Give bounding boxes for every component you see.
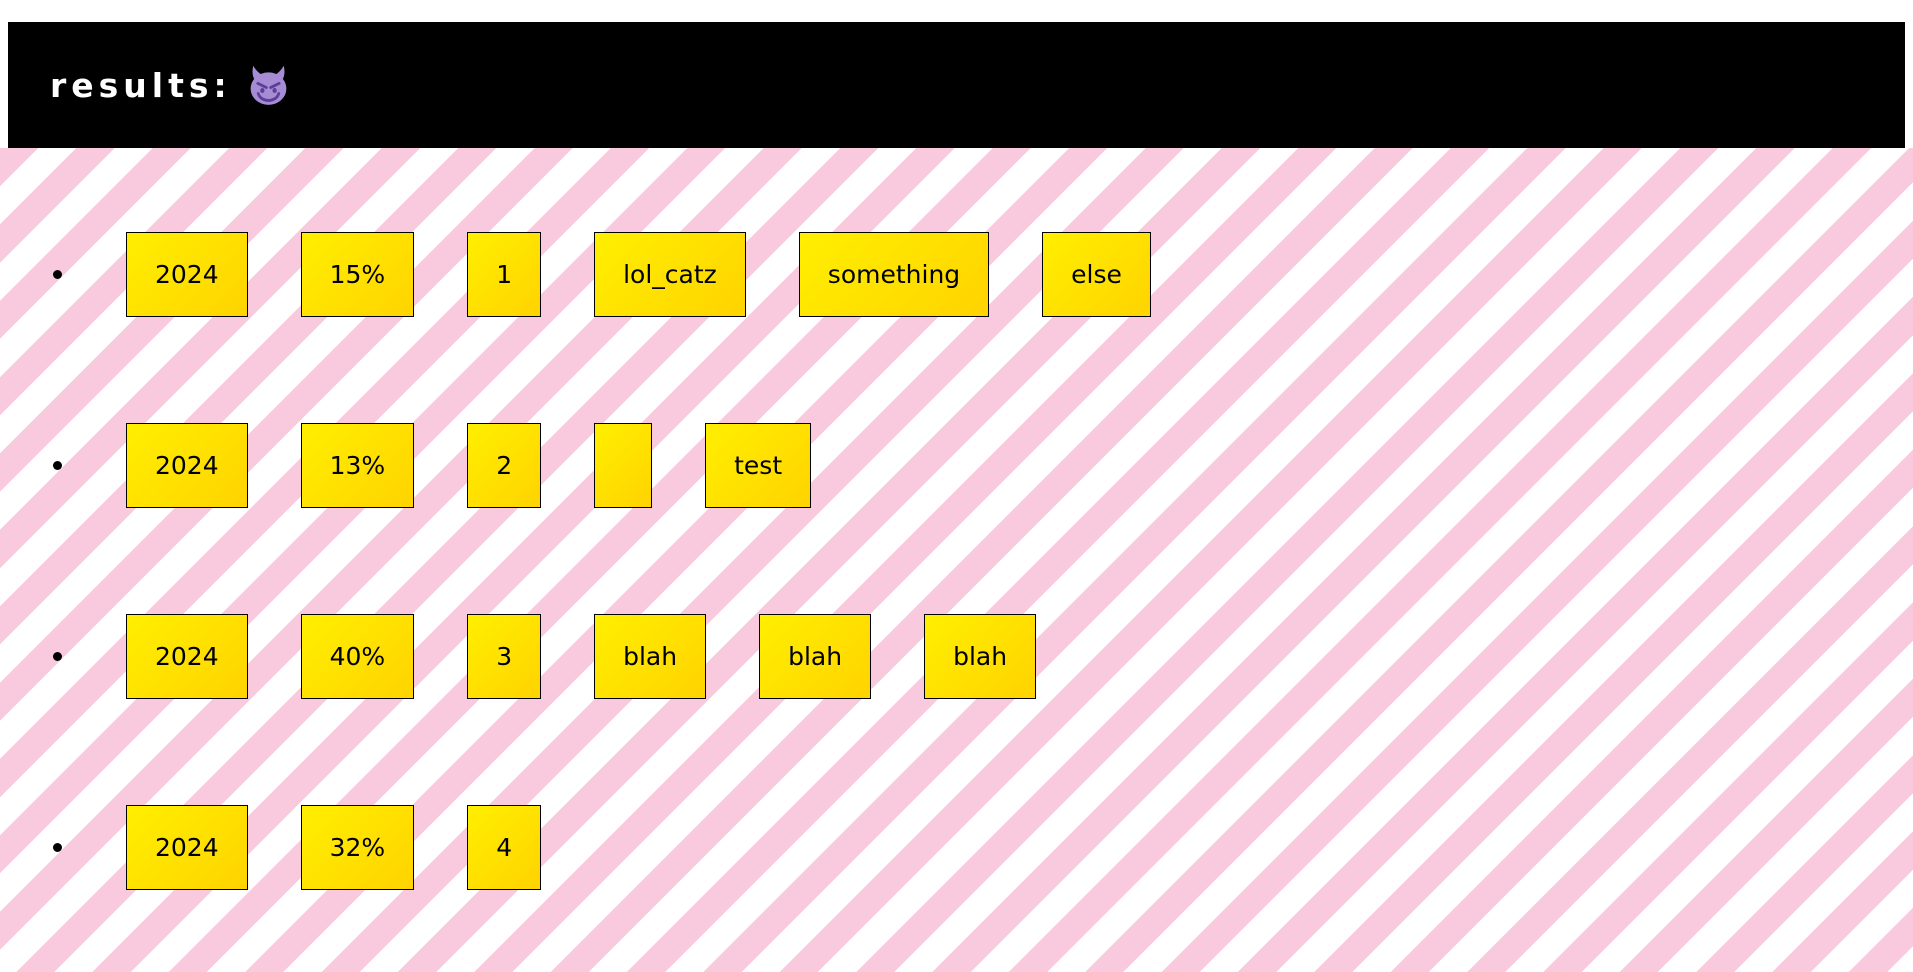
- result-box[interactable]: 2024: [126, 614, 248, 699]
- result-box[interactable]: 2024: [126, 805, 248, 890]
- result-box[interactable]: lol_catz: [594, 232, 746, 317]
- result-box[interactable]: 1: [467, 232, 542, 317]
- result-box-empty[interactable]: [594, 423, 653, 508]
- devil-emoji-icon: [246, 63, 291, 112]
- result-box[interactable]: else: [1042, 232, 1151, 317]
- bullet-dot: [53, 652, 62, 661]
- result-box[interactable]: 32%: [300, 805, 415, 890]
- result-box[interactable]: blah: [759, 614, 872, 699]
- result-box[interactable]: 15%: [300, 232, 415, 317]
- bullet-dot: [53, 843, 62, 852]
- bullet-dot: [53, 461, 62, 470]
- result-box[interactable]: something: [798, 232, 990, 317]
- result-row: 2024 32% 4: [0, 805, 1913, 890]
- result-row: 2024 13% 2 test: [0, 423, 1913, 508]
- header-bar: results:: [8, 22, 1905, 148]
- result-box[interactable]: 3: [467, 614, 542, 699]
- result-box[interactable]: blah: [594, 614, 707, 699]
- results-list: 2024 15% 1 lol_catz something else 2024 …: [0, 148, 1913, 972]
- result-box[interactable]: 2024: [126, 232, 248, 317]
- result-box[interactable]: 13%: [300, 423, 415, 508]
- page-title: results:: [50, 65, 232, 105]
- result-box[interactable]: 40%: [300, 614, 415, 699]
- result-row: 2024 15% 1 lol_catz something else: [0, 232, 1913, 317]
- result-row: 2024 40% 3 blah blah blah: [0, 614, 1913, 699]
- result-box[interactable]: 4: [467, 805, 542, 890]
- result-box[interactable]: test: [705, 423, 812, 508]
- result-box[interactable]: blah: [924, 614, 1037, 699]
- result-box[interactable]: 2024: [126, 423, 248, 508]
- result-box[interactable]: 2: [467, 423, 542, 508]
- bullet-dot: [53, 270, 62, 279]
